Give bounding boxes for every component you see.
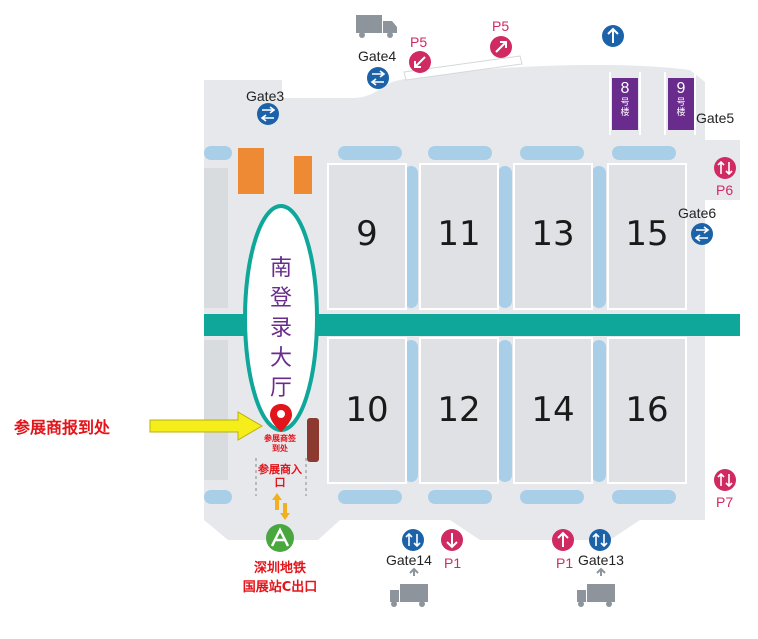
gate-icon [691, 223, 713, 245]
hall-label: 10 [345, 390, 389, 430]
parking-arrow-icon [714, 157, 736, 179]
orange-block-right [294, 156, 312, 194]
gate-icon [402, 529, 424, 551]
water-channels [204, 146, 676, 504]
gate4-label: Gate4 [358, 48, 397, 64]
gate13-label: Gate13 [578, 552, 624, 568]
truck-icon [390, 567, 428, 607]
entrance-dashes [255, 458, 307, 496]
callout-arrow [149, 411, 263, 441]
exhibitor-callout: 参展商报到处 [14, 418, 111, 437]
parking-strips [609, 72, 696, 135]
halls [327, 163, 687, 484]
building-9 [668, 78, 694, 130]
parking-arrow-icon [552, 529, 574, 551]
p7-label: P7 [716, 494, 734, 510]
building-8 [612, 78, 638, 130]
hall-label: 13 [531, 214, 575, 254]
central-axis [204, 314, 740, 336]
truck-icon [356, 15, 397, 38]
p1-right-label: P1 [556, 555, 574, 571]
hall-label: 15 [625, 214, 669, 254]
gate-icon [257, 103, 279, 125]
location-pin-icon [270, 404, 292, 432]
metro-line1: 深圳地铁 [253, 561, 306, 576]
building-8-label: 8 号楼 [620, 80, 630, 118]
hall-label: 9 [356, 214, 378, 254]
gate-icon [602, 25, 624, 47]
metro-icon [266, 524, 294, 552]
exit-arrows-icon [272, 493, 290, 520]
parking-arrow-icon [490, 36, 512, 58]
parking-arrow-icon [441, 529, 463, 551]
road-branch-north [403, 55, 523, 81]
exhibitor-entrance-label: 参展商入口 [258, 463, 302, 489]
west-blocks [204, 168, 228, 480]
p5-left-label: P5 [410, 34, 428, 50]
gate3-label: Gate3 [246, 88, 285, 104]
hall-label: 16 [625, 390, 669, 430]
hall-label: 12 [437, 390, 481, 430]
hall-label: 11 [437, 214, 481, 254]
building-9-label: 9 号楼 [676, 80, 686, 118]
gate14-label: Gate14 [386, 552, 432, 568]
gate-icon [367, 67, 389, 89]
p1-left-label: P1 [444, 555, 462, 571]
checkin-pin-label: 参展商签到处 [264, 434, 296, 453]
parking-arrow-icon [409, 51, 431, 73]
truck-icon [577, 567, 615, 607]
lobby-name: 南登录大厅 [269, 256, 292, 401]
checkin-block [307, 418, 319, 462]
hall-label: 14 [531, 390, 575, 430]
orange-block-left [238, 148, 264, 194]
parking-arrow-icon [714, 469, 736, 491]
p5-right-label: P5 [492, 18, 510, 34]
p6-label: P6 [716, 182, 734, 198]
gate-icon [589, 529, 611, 551]
gate5-label: Gate5 [696, 110, 735, 126]
metro-line2: 国展站C出口 [242, 580, 318, 595]
gate6-label: Gate6 [678, 205, 717, 221]
